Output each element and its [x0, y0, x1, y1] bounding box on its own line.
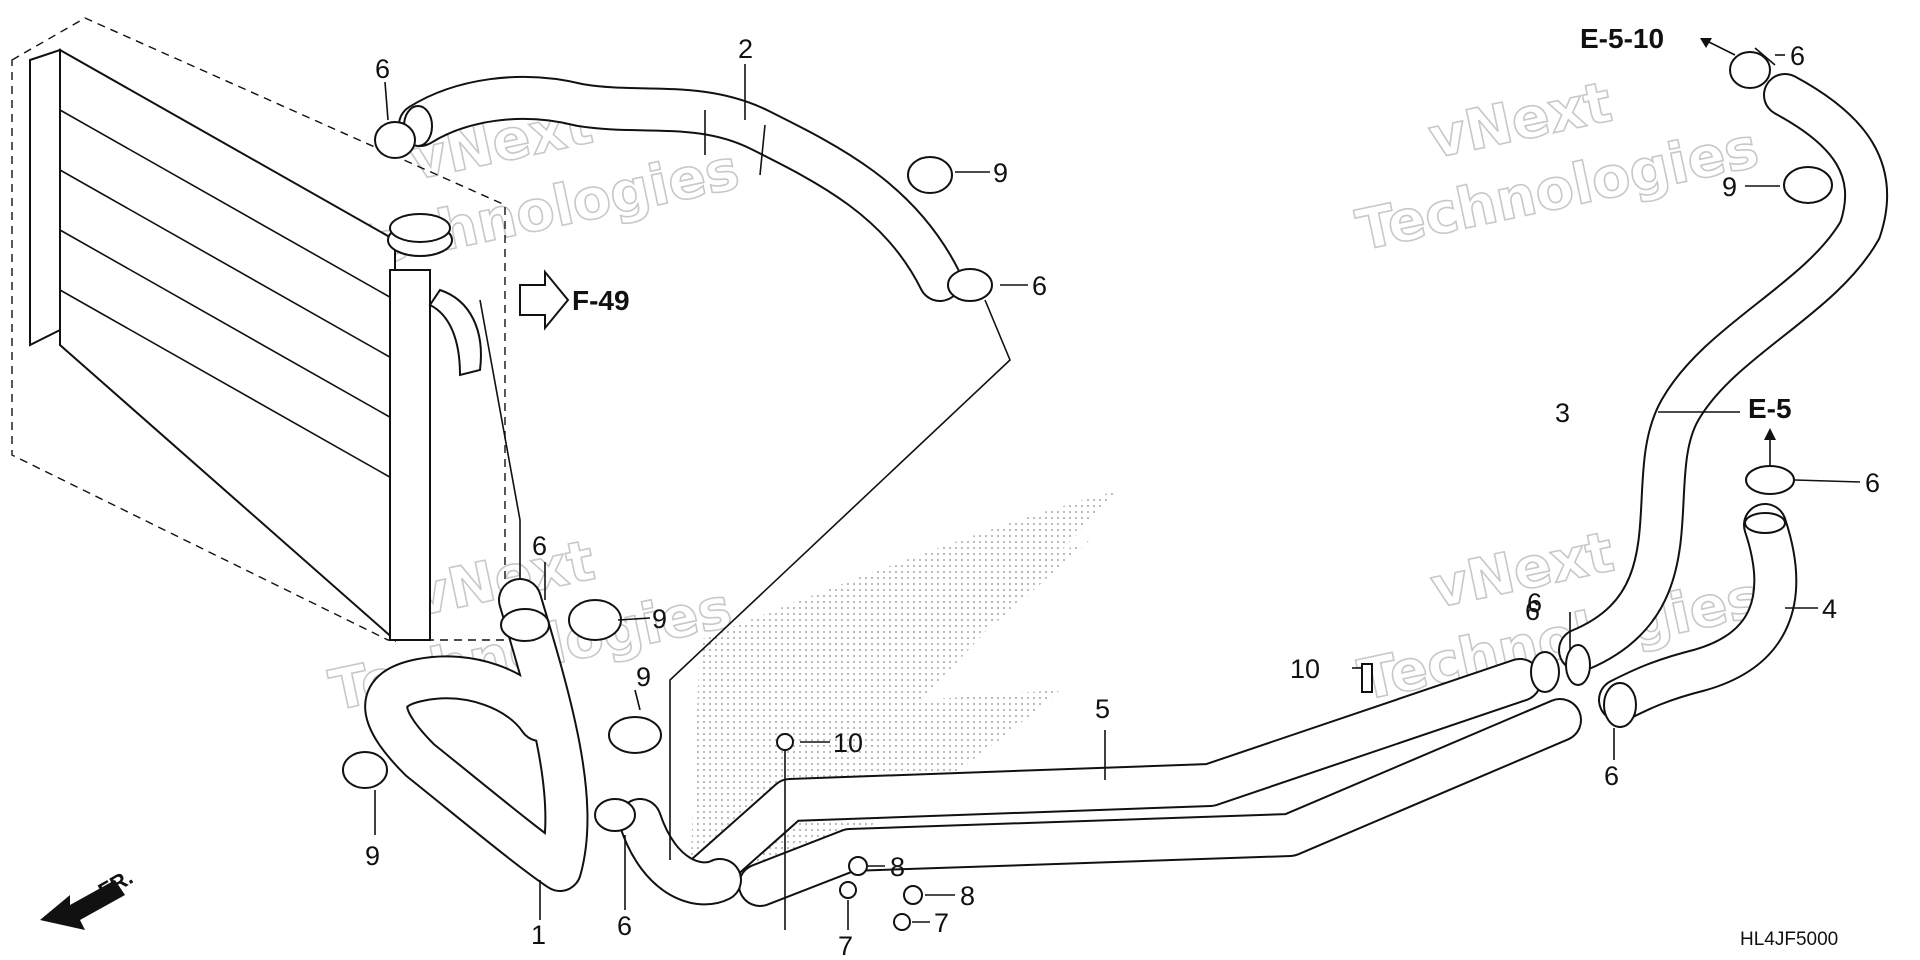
svg-text:E-5-10: E-5-10 — [1580, 23, 1664, 54]
leader-line — [669, 299, 1011, 860]
radiator — [11, 17, 521, 643]
svg-text:E-5: E-5 — [1748, 393, 1792, 424]
reference-e5: E-5 — [1748, 393, 1792, 465]
svg-text:F-49: F-49 — [572, 285, 630, 316]
hose-4 — [1598, 503, 1798, 722]
callout-6: 6 — [1865, 468, 1880, 498]
pipe-5 — [678, 658, 1582, 907]
callout-7: 7 — [934, 908, 949, 938]
callout-leaders — [374, 47, 1861, 930]
reference-e5-10: E-5-10 — [1580, 23, 1736, 56]
callout-6: 6 — [1604, 761, 1619, 791]
callout-3: 3 — [1555, 398, 1570, 428]
callout-6: 6 — [1525, 596, 1540, 626]
callout-9: 9 — [636, 662, 651, 692]
callout-4: 4 — [1822, 594, 1837, 624]
callout-6: 6 — [532, 531, 547, 561]
hose-2 — [398, 76, 962, 302]
callout-6: 6 — [1790, 41, 1805, 71]
callout-9: 9 — [365, 841, 380, 871]
callout-6: 6 — [1527, 588, 1542, 618]
callout-2: 2 — [738, 34, 753, 64]
callout-6: 6 — [617, 911, 632, 941]
front-indicator: FR. — [40, 864, 137, 930]
callout-10: 10 — [833, 728, 863, 758]
diagram-code: HL4JF5000 — [1740, 929, 1838, 950]
callout-5: 5 — [1095, 694, 1110, 724]
callout-6: 6 — [1032, 271, 1047, 301]
callout-8: 8 — [960, 881, 975, 911]
watermark: vNext Technologies — [1350, 69, 1765, 265]
callout-6: 6 — [375, 54, 390, 84]
part-callouts: 2 6 9 6 6 9 9 9 6 1 6 10 8 8 7 7 5 10 6 … — [365, 34, 1880, 960]
hose-1 — [364, 578, 742, 906]
callout-9: 9 — [1722, 172, 1737, 202]
callout-9: 9 — [652, 604, 667, 634]
callout-10: 10 — [1290, 654, 1320, 684]
callout-9: 9 — [993, 158, 1008, 188]
callout-8: 8 — [890, 852, 905, 882]
callout-1: 1 — [531, 920, 546, 950]
reference-f49: F-49 — [519, 269, 630, 331]
hose-3 — [1558, 73, 1889, 686]
callout-7: 7 — [838, 931, 853, 960]
